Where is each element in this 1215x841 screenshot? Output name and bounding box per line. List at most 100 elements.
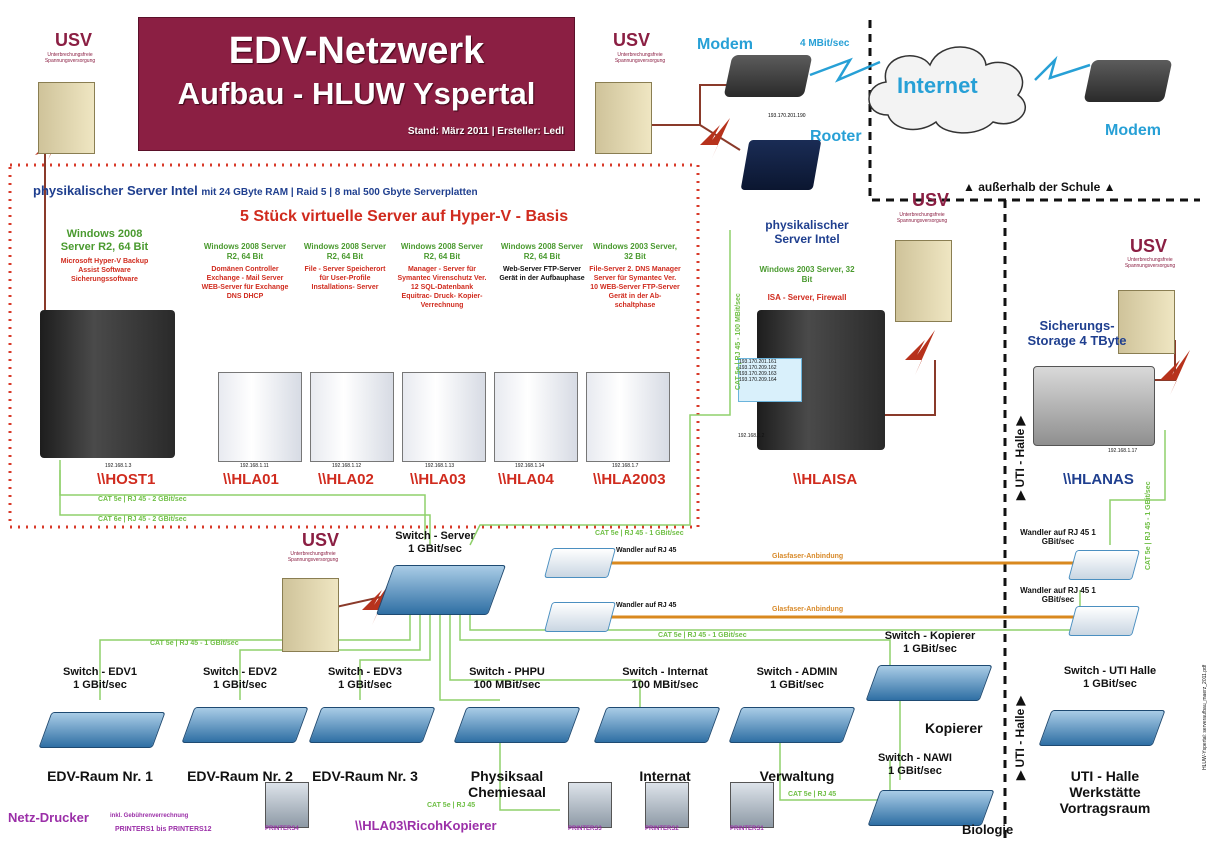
- host1-name: \\HOST1: [97, 471, 156, 488]
- converter-right-2-label: Wandler auf RJ 45 1 GBit/sec: [1020, 586, 1096, 604]
- host-os: Windows 2008 Server R2, 64 Bit: [60, 228, 149, 253]
- vm4-name: \\HLA04: [498, 471, 554, 488]
- usv-label-4: USV: [1130, 236, 1168, 256]
- speed-label: 4 MBit/sec: [800, 38, 850, 49]
- switch-kopierer: [865, 665, 993, 701]
- switch-admin: [728, 707, 856, 743]
- vm1-name: \\HLA01: [223, 471, 279, 488]
- vm4-ip: 192.168.1.14: [515, 463, 545, 469]
- converter-left-2-label: Wandler auf RJ 45: [616, 602, 677, 609]
- internet-label: Internet: [897, 73, 978, 98]
- vm3-box: [402, 372, 486, 462]
- usv-nas: [1118, 290, 1175, 354]
- printer-4: [265, 782, 309, 828]
- server-intel-heading-detail: mit 24 GByte RAM | Raid 5 | 8 mal 500 Gb…: [201, 187, 478, 198]
- room-uti: UTI - Halle Werkstätte Vortragsraum: [1059, 768, 1151, 816]
- cable-label-7: CAT 5e | RJ 45: [788, 791, 837, 798]
- usv-sub-4: Unterbrechungsfreie Spannungsversorgung: [1124, 257, 1176, 269]
- usv-top-left: [38, 82, 95, 154]
- router-label: Rooter: [810, 128, 862, 145]
- isa-role: ISA - Server, Firewall: [767, 293, 847, 302]
- vm2-desc: File - Server Speicherort für User-Profi…: [304, 266, 386, 291]
- netz-drucker-range: PRINTERS1 bis PRINTERS12: [115, 826, 212, 833]
- cable-label-6: CAT 5e | RJ 45: [427, 802, 476, 809]
- uti-vertical-label-2: ▶ UTI - Halle ▶: [1013, 696, 1027, 780]
- room-edv1: EDV-Raum Nr. 1: [47, 768, 153, 784]
- converter-right-2: [1067, 606, 1141, 636]
- switch-nawi-name: Switch - NAWI: [878, 752, 952, 764]
- switch-uti-speed: 1 GBit/sec: [1083, 678, 1137, 690]
- switch-server-speed: 1 GBit/sec: [408, 543, 462, 555]
- vm1-os: Windows 2008 Server R2, 64 Bit: [203, 242, 287, 261]
- usv-sub-2: Unterbrechungsfreie Spannungsversorgung: [614, 52, 666, 64]
- host1-tower: [40, 310, 175, 458]
- vm3-name: \\HLA03: [410, 471, 466, 488]
- switch-server-label: Switch - Server 1 GBit/sec: [370, 530, 500, 556]
- switch-edv1-name: Switch - EDV1: [63, 666, 137, 678]
- vm2-name: \\HLA02: [318, 471, 374, 488]
- host-ip: 192.168.1.3: [105, 463, 132, 469]
- title-box: EDV-Netzwerk Aufbau - HLUW Yspertal Stan…: [138, 17, 575, 151]
- usv-switch: [282, 578, 339, 652]
- switch-server-name: Switch - Server: [395, 530, 475, 542]
- nas-ip: 192.168.1.17: [1108, 448, 1138, 454]
- nas-name: \\HLANAS: [1063, 471, 1134, 488]
- converter-left-1-label: Wandler auf RJ 45: [616, 547, 677, 554]
- modem-label-2: Modem: [1105, 122, 1161, 139]
- host-software: Microsoft Hyper-V Backup Assist Software…: [60, 258, 149, 283]
- switch-edv3-speed: 1 GBit/sec: [338, 679, 392, 691]
- converter-right-1: [1067, 550, 1141, 580]
- switch-internat-speed: 100 MBit/sec: [631, 679, 699, 691]
- server-room-border: [8, 163, 700, 529]
- cable-label-2: CAT 6e | RJ 45 - 2 GBit/sec: [98, 516, 187, 523]
- switch-nawi-speed: 1 GBit/sec: [888, 765, 942, 777]
- modem-label-1: Modem: [697, 36, 753, 53]
- isa-ip-1: 193.170.201.161: [739, 359, 777, 365]
- usv-top-center: [595, 82, 652, 154]
- switch-phpu-speed: 100 MBit/sec: [473, 679, 541, 691]
- usv-label-3: USV: [912, 190, 950, 210]
- switch-phpu-name: Switch - PHPU: [469, 666, 545, 678]
- switch-uti-name: Switch - UTI Halle: [1063, 665, 1157, 677]
- usv-sub-5: Unterbrechungsfreie Spannungsversorgung: [287, 551, 339, 563]
- isa-ip-box: 193.170.201.161 193.170.209.162 193.170.…: [738, 358, 802, 402]
- printer-1-label: PRINTERS1: [730, 826, 764, 832]
- switch-edv1: [38, 712, 166, 748]
- room-edv2: EDV-Raum Nr. 2: [187, 768, 293, 784]
- printer-1: [730, 782, 774, 828]
- fiber-label-2: Glasfaser-Anbindung: [772, 606, 844, 613]
- switch-server: [375, 565, 507, 615]
- cable-label-4: CAT 5e | RJ 45 - 1 GBit/sec: [595, 530, 684, 537]
- switch-phpu: [453, 707, 581, 743]
- router: [740, 140, 822, 190]
- converter-right-1-label: Wandler auf RJ 45 1 GBit/sec: [1020, 528, 1096, 546]
- converter-left-2: [543, 602, 617, 632]
- printer-2: [645, 782, 689, 828]
- room-admin: Verwaltung: [759, 768, 835, 784]
- vm3-os: Windows 2008 Server R2, 64 Bit: [400, 242, 484, 261]
- cable-label-5: CAT 5e | RJ 45 - 1 GBit/sec: [658, 632, 747, 639]
- netz-drucker-detail: inkl. Gebührenverrechnung: [110, 813, 189, 819]
- isa-os: Windows 2003 Server, 32 Bit: [759, 265, 855, 284]
- nas-title: Sicherungs- Storage 4 TByte: [1027, 318, 1127, 348]
- printer-4-label: PRINTERS4: [265, 826, 299, 832]
- printer-3-label: PRINTERS3: [568, 826, 602, 832]
- switch-nawi: [867, 790, 995, 826]
- vm2-box: [310, 372, 394, 462]
- title-line-1: EDV-Netzwerk: [228, 30, 485, 72]
- switch-kopierer-name: Switch - Kopierer: [884, 630, 976, 642]
- usv-sub-3: Unterbrechungsfreie Spannungsversorgung: [896, 212, 948, 224]
- room-edv3: EDV-Raum Nr. 3: [312, 768, 418, 784]
- switch-edv1-speed: 1 GBit/sec: [73, 679, 127, 691]
- usv-label-1: USV: [55, 30, 93, 50]
- outside-label: ▲ außerhalb der Schule ▲: [963, 180, 1116, 194]
- isa-ip: 192.168.1.2: [738, 433, 765, 439]
- internet-cloud: [868, 46, 1026, 134]
- footer-file: HLUW-Yspertal: serveraufbau_maerz_2011.p…: [1202, 664, 1208, 770]
- isa-ip-2: 193.170.209.162: [739, 365, 777, 371]
